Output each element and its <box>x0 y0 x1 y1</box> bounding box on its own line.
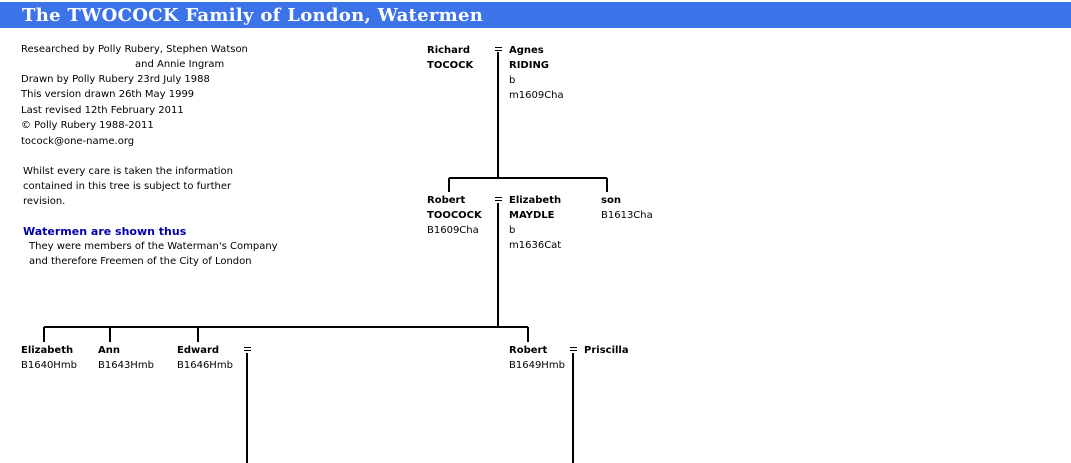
title-bar: The TWOCOCK Family of London, Watermen <box>0 2 1071 28</box>
legend-text: and therefore Freemen of the City of Lon… <box>29 256 252 267</box>
birth-info: B1649Hmb <box>509 360 565 371</box>
first-name: Robert <box>427 195 466 206</box>
birth-info: b <box>509 225 516 236</box>
contact-email[interactable]: tocock@one-name.org <box>21 136 135 147</box>
birth-info: B1643Hmb <box>98 360 154 371</box>
disclaimer-line: Whilst every care is taken the informati… <box>23 166 233 177</box>
first-name: Agnes <box>509 45 544 56</box>
person-son[interactable]: son B1613Cha <box>601 193 653 223</box>
first-name: Richard <box>427 45 471 56</box>
first-name: Priscilla <box>584 345 629 356</box>
version-date: This version drawn 26th May 1999 <box>21 89 195 100</box>
first-name: Edward <box>177 345 220 356</box>
first-name: Ann <box>98 345 120 356</box>
disclaimer-line: contained in this tree is subject to fur… <box>23 181 232 192</box>
person-richard-tocock[interactable]: Richard TOCOCK <box>427 43 473 73</box>
person-edward[interactable]: Edward B1646Hmb <box>177 343 233 373</box>
person-ann[interactable]: Ann B1643Hmb <box>98 343 154 373</box>
person-priscilla[interactable]: Priscilla <box>584 343 629 358</box>
first-name: Elizabeth <box>21 345 74 356</box>
first-name: Robert <box>509 345 548 356</box>
birth-info: B1609Cha <box>427 225 479 236</box>
revised-date: Last revised 12th February 2011 <box>21 105 184 116</box>
disclaimer-line: revision. <box>23 196 66 207</box>
person-robert[interactable]: Robert B1649Hmb <box>509 343 565 373</box>
birth-info: B1640Hmb <box>21 360 77 371</box>
surname: TOCOCK <box>427 60 474 71</box>
birth-info: B1613Cha <box>601 210 653 221</box>
credits-line: Researched by Polly Rubery, Stephen Wats… <box>21 44 248 55</box>
person-elizabeth-maydle[interactable]: Elizabeth MAYDLE b m1636Cat <box>509 193 561 253</box>
birth-info: b <box>509 75 516 86</box>
first-name: Elizabeth <box>509 195 562 206</box>
legend-text: They were members of the Waterman's Comp… <box>29 241 278 252</box>
person-elizabeth[interactable]: Elizabeth B1640Hmb <box>21 343 77 373</box>
surname: MAYDLE <box>509 210 555 221</box>
person-agnes-riding[interactable]: Agnes RIDING b m1609Cha <box>509 43 564 103</box>
page-title: The TWOCOCK Family of London, Watermen <box>22 5 484 26</box>
person-robert-toocock[interactable]: Robert TOOCOCK B1609Cha <box>427 193 482 238</box>
legend-title: Watermen are shown thus <box>23 225 187 238</box>
surname: TOOCOCK <box>427 210 482 221</box>
marriage-info: m1609Cha <box>509 90 564 101</box>
marriage-info: m1636Cat <box>509 240 562 251</box>
surname: RIDING <box>509 60 550 71</box>
copyright: © Polly Rubery 1988-2011 <box>21 120 154 131</box>
credits-line: and Annie Ingram <box>135 59 225 70</box>
birth-info: B1646Hmb <box>177 360 233 371</box>
first-name: son <box>601 195 621 206</box>
drawn-date: Drawn by Polly Rubery 23rd July 1988 <box>21 74 210 85</box>
